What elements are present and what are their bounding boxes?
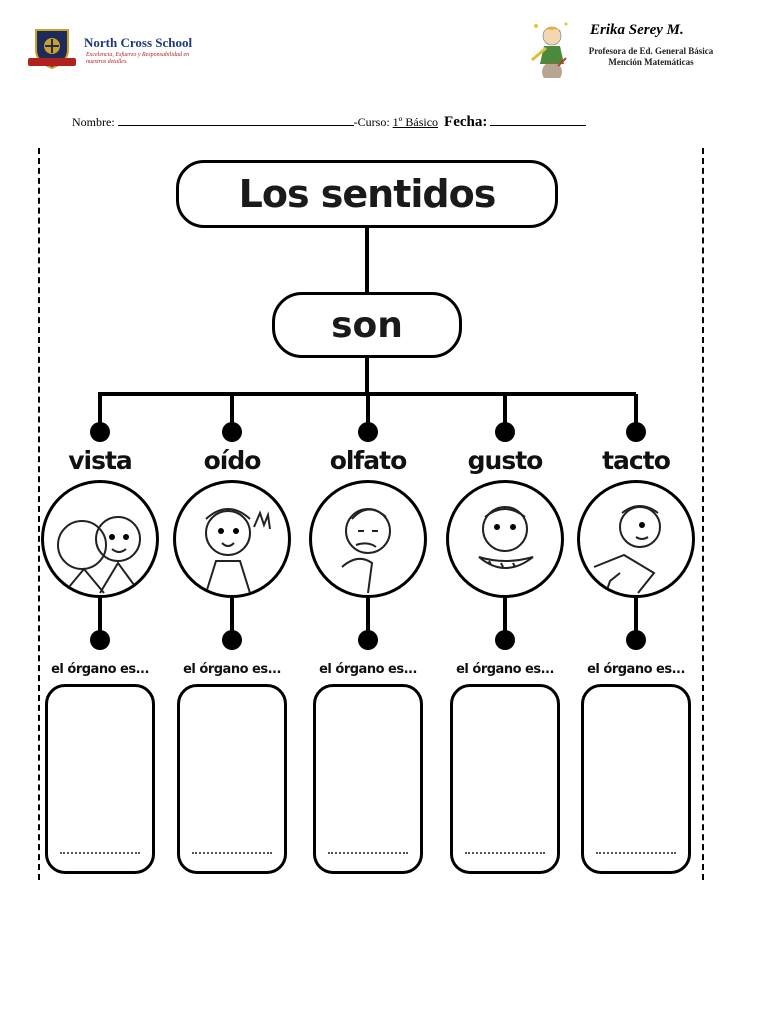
sense-drop-line xyxy=(98,394,102,430)
sense-drop-line xyxy=(230,394,234,430)
hand-child-icon xyxy=(593,505,661,594)
sense-top-dot xyxy=(495,422,515,442)
diagram-title-box: Los sentidos xyxy=(176,160,558,228)
son-connector-line xyxy=(365,358,369,394)
fecha-field[interactable] xyxy=(490,114,587,126)
eyes-child-icon xyxy=(57,516,141,594)
organ-answer-box[interactable] xyxy=(177,684,287,874)
sense-drop-line xyxy=(503,394,507,430)
nombre-label: Nombre: xyxy=(72,115,115,129)
teacher-title-line-2: Mención Matemáticas xyxy=(608,57,694,67)
mouth-child-icon xyxy=(478,506,534,569)
sense-top-dot xyxy=(358,422,378,442)
nose-child-icon xyxy=(341,508,391,594)
teacher-name: Erika Serey M. xyxy=(590,22,684,38)
curso-value: 1º Básico xyxy=(392,115,439,129)
curso-label: -Curso: xyxy=(353,115,390,129)
organ-answer-box[interactable] xyxy=(45,684,155,874)
right-dashed-border xyxy=(702,148,704,880)
nombre-field[interactable] xyxy=(117,114,354,126)
organ-prompt: el órgano es... xyxy=(183,662,281,677)
school-crest-logo xyxy=(28,29,76,70)
sense-bottom-dot xyxy=(495,630,515,650)
diagram-title: Los sentidos xyxy=(238,172,497,216)
organ-answer-box[interactable] xyxy=(450,684,560,874)
sense-label: gusto xyxy=(467,446,544,475)
organ-answer-line xyxy=(328,852,408,854)
sense-drop-line xyxy=(366,394,370,430)
fecha-label: Fecha: xyxy=(444,114,488,130)
sense-bottom-dot xyxy=(90,630,110,650)
organ-prompt: el órgano es... xyxy=(587,662,685,677)
little-prince-illustration xyxy=(531,22,568,78)
sense-illustration xyxy=(577,480,695,598)
organ-prompt: el órgano es... xyxy=(456,662,554,677)
student-info-line: Nombre: -Curso: 1º Básico Fecha: xyxy=(72,114,587,131)
sense-illustration xyxy=(446,480,564,598)
organ-prompt: el órgano es... xyxy=(319,662,417,677)
sense-lower-line xyxy=(98,598,102,632)
left-dashed-border xyxy=(38,148,40,880)
sense-label: olfato xyxy=(329,446,408,475)
organ-answer-line xyxy=(465,852,545,854)
title-connector-line xyxy=(365,228,369,292)
sense-illustration xyxy=(41,480,159,598)
organ-answer-box[interactable] xyxy=(581,684,691,874)
sense-label: vista xyxy=(68,446,133,475)
sense-bottom-dot xyxy=(358,630,378,650)
sense-lower-line xyxy=(366,598,370,632)
ear-child-icon xyxy=(205,508,271,594)
sense-top-dot xyxy=(90,422,110,442)
sense-illustration xyxy=(173,480,291,598)
sense-lower-line xyxy=(230,598,234,632)
sense-illustration xyxy=(309,480,427,598)
organ-prompt: el órgano es... xyxy=(51,662,149,677)
son-box: son xyxy=(272,292,462,358)
sense-drop-line xyxy=(634,394,638,430)
organ-answer-line xyxy=(60,852,140,854)
connector-word: son xyxy=(331,304,403,346)
sense-top-dot xyxy=(626,422,646,442)
organ-answer-line xyxy=(596,852,676,854)
sense-top-dot xyxy=(222,422,242,442)
organ-answer-box[interactable] xyxy=(313,684,423,874)
teacher-title-line-1: Profesora de Ed. General Básica xyxy=(588,46,714,56)
teacher-title: Profesora de Ed. General Básica Mención … xyxy=(582,46,720,68)
sense-label: tacto xyxy=(602,446,671,475)
school-name: North Cross School xyxy=(84,35,193,50)
school-motto: Excelencia, Esfuerzo y Responsabilidad e… xyxy=(86,52,190,65)
organ-answer-line xyxy=(192,852,272,854)
sense-label: oído xyxy=(203,446,262,475)
sense-bottom-dot xyxy=(626,630,646,650)
sense-lower-line xyxy=(634,598,638,632)
sense-bottom-dot xyxy=(222,630,242,650)
sense-lower-line xyxy=(503,598,507,632)
